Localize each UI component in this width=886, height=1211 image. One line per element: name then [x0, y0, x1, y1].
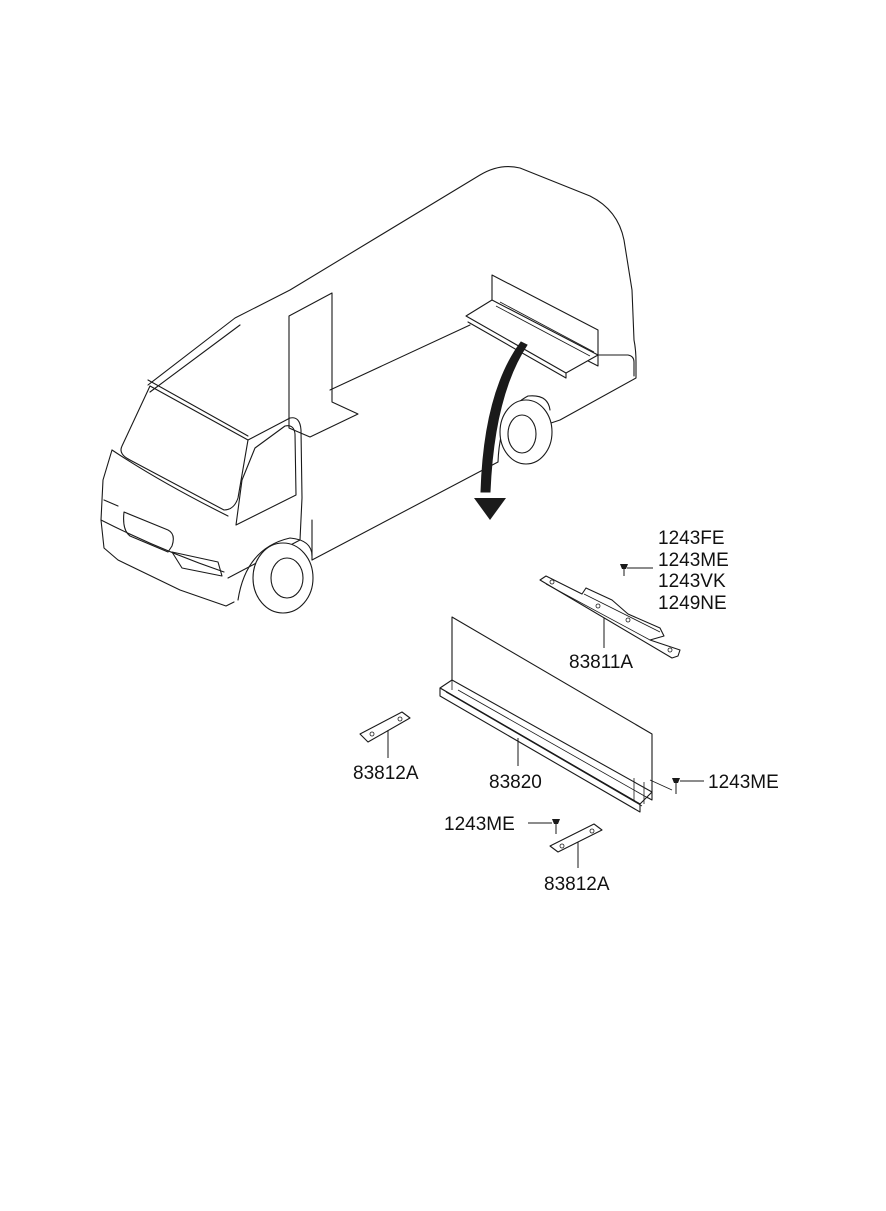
- van-headlight: [171, 551, 223, 577]
- bracket-83811a: [539, 575, 681, 659]
- van-illustration: [100, 166, 637, 614]
- van-side-lower-line: [311, 461, 499, 561]
- label-1243me-right: 1243ME: [708, 772, 779, 793]
- van-grille: [123, 511, 174, 553]
- van-hood-line: [111, 449, 229, 517]
- installed-panel: [465, 274, 599, 379]
- van-front-lower: [103, 499, 119, 507]
- front-wheel: [237, 537, 314, 614]
- label-83812a-left: 83812A: [353, 763, 419, 784]
- van-door-frame: [227, 417, 303, 579]
- label-1249ne: 1249NE: [658, 593, 727, 614]
- screw-icon: [528, 819, 560, 834]
- van-rear-bumper: [597, 354, 635, 377]
- van-windshield: [120, 385, 249, 511]
- van-floor-edge: [329, 324, 471, 391]
- van-front-outline: [100, 449, 235, 607]
- van-roof-inner-line: [149, 324, 241, 393]
- label-83812a-bottom: 83812A: [544, 874, 610, 895]
- van-roof-outline: [147, 166, 635, 386]
- bracket-83812a-left: [359, 711, 411, 758]
- rear-wheel: [497, 395, 553, 465]
- van-pillar-panel: [288, 292, 359, 438]
- label-1243vk: 1243VK: [658, 571, 726, 592]
- label-1243fe: 1243FE: [658, 528, 725, 549]
- van-bumper-line: [100, 519, 225, 573]
- bracket-83812a-bottom: [549, 823, 603, 868]
- label-83811a: 83811A: [569, 652, 633, 673]
- van-rear-outline: [547, 339, 637, 425]
- screw-icon: [649, 778, 704, 794]
- van-windshield-frame: [147, 379, 249, 437]
- curved-down-arrow-icon: [474, 341, 528, 520]
- panel-83820: [439, 616, 653, 813]
- van-door-window: [235, 425, 297, 526]
- label-1243me-bottom: 1243ME: [444, 814, 515, 835]
- label-83820: 83820: [489, 772, 542, 793]
- screw-icon: [620, 564, 653, 576]
- label-1243me-group: 1243ME: [658, 550, 729, 571]
